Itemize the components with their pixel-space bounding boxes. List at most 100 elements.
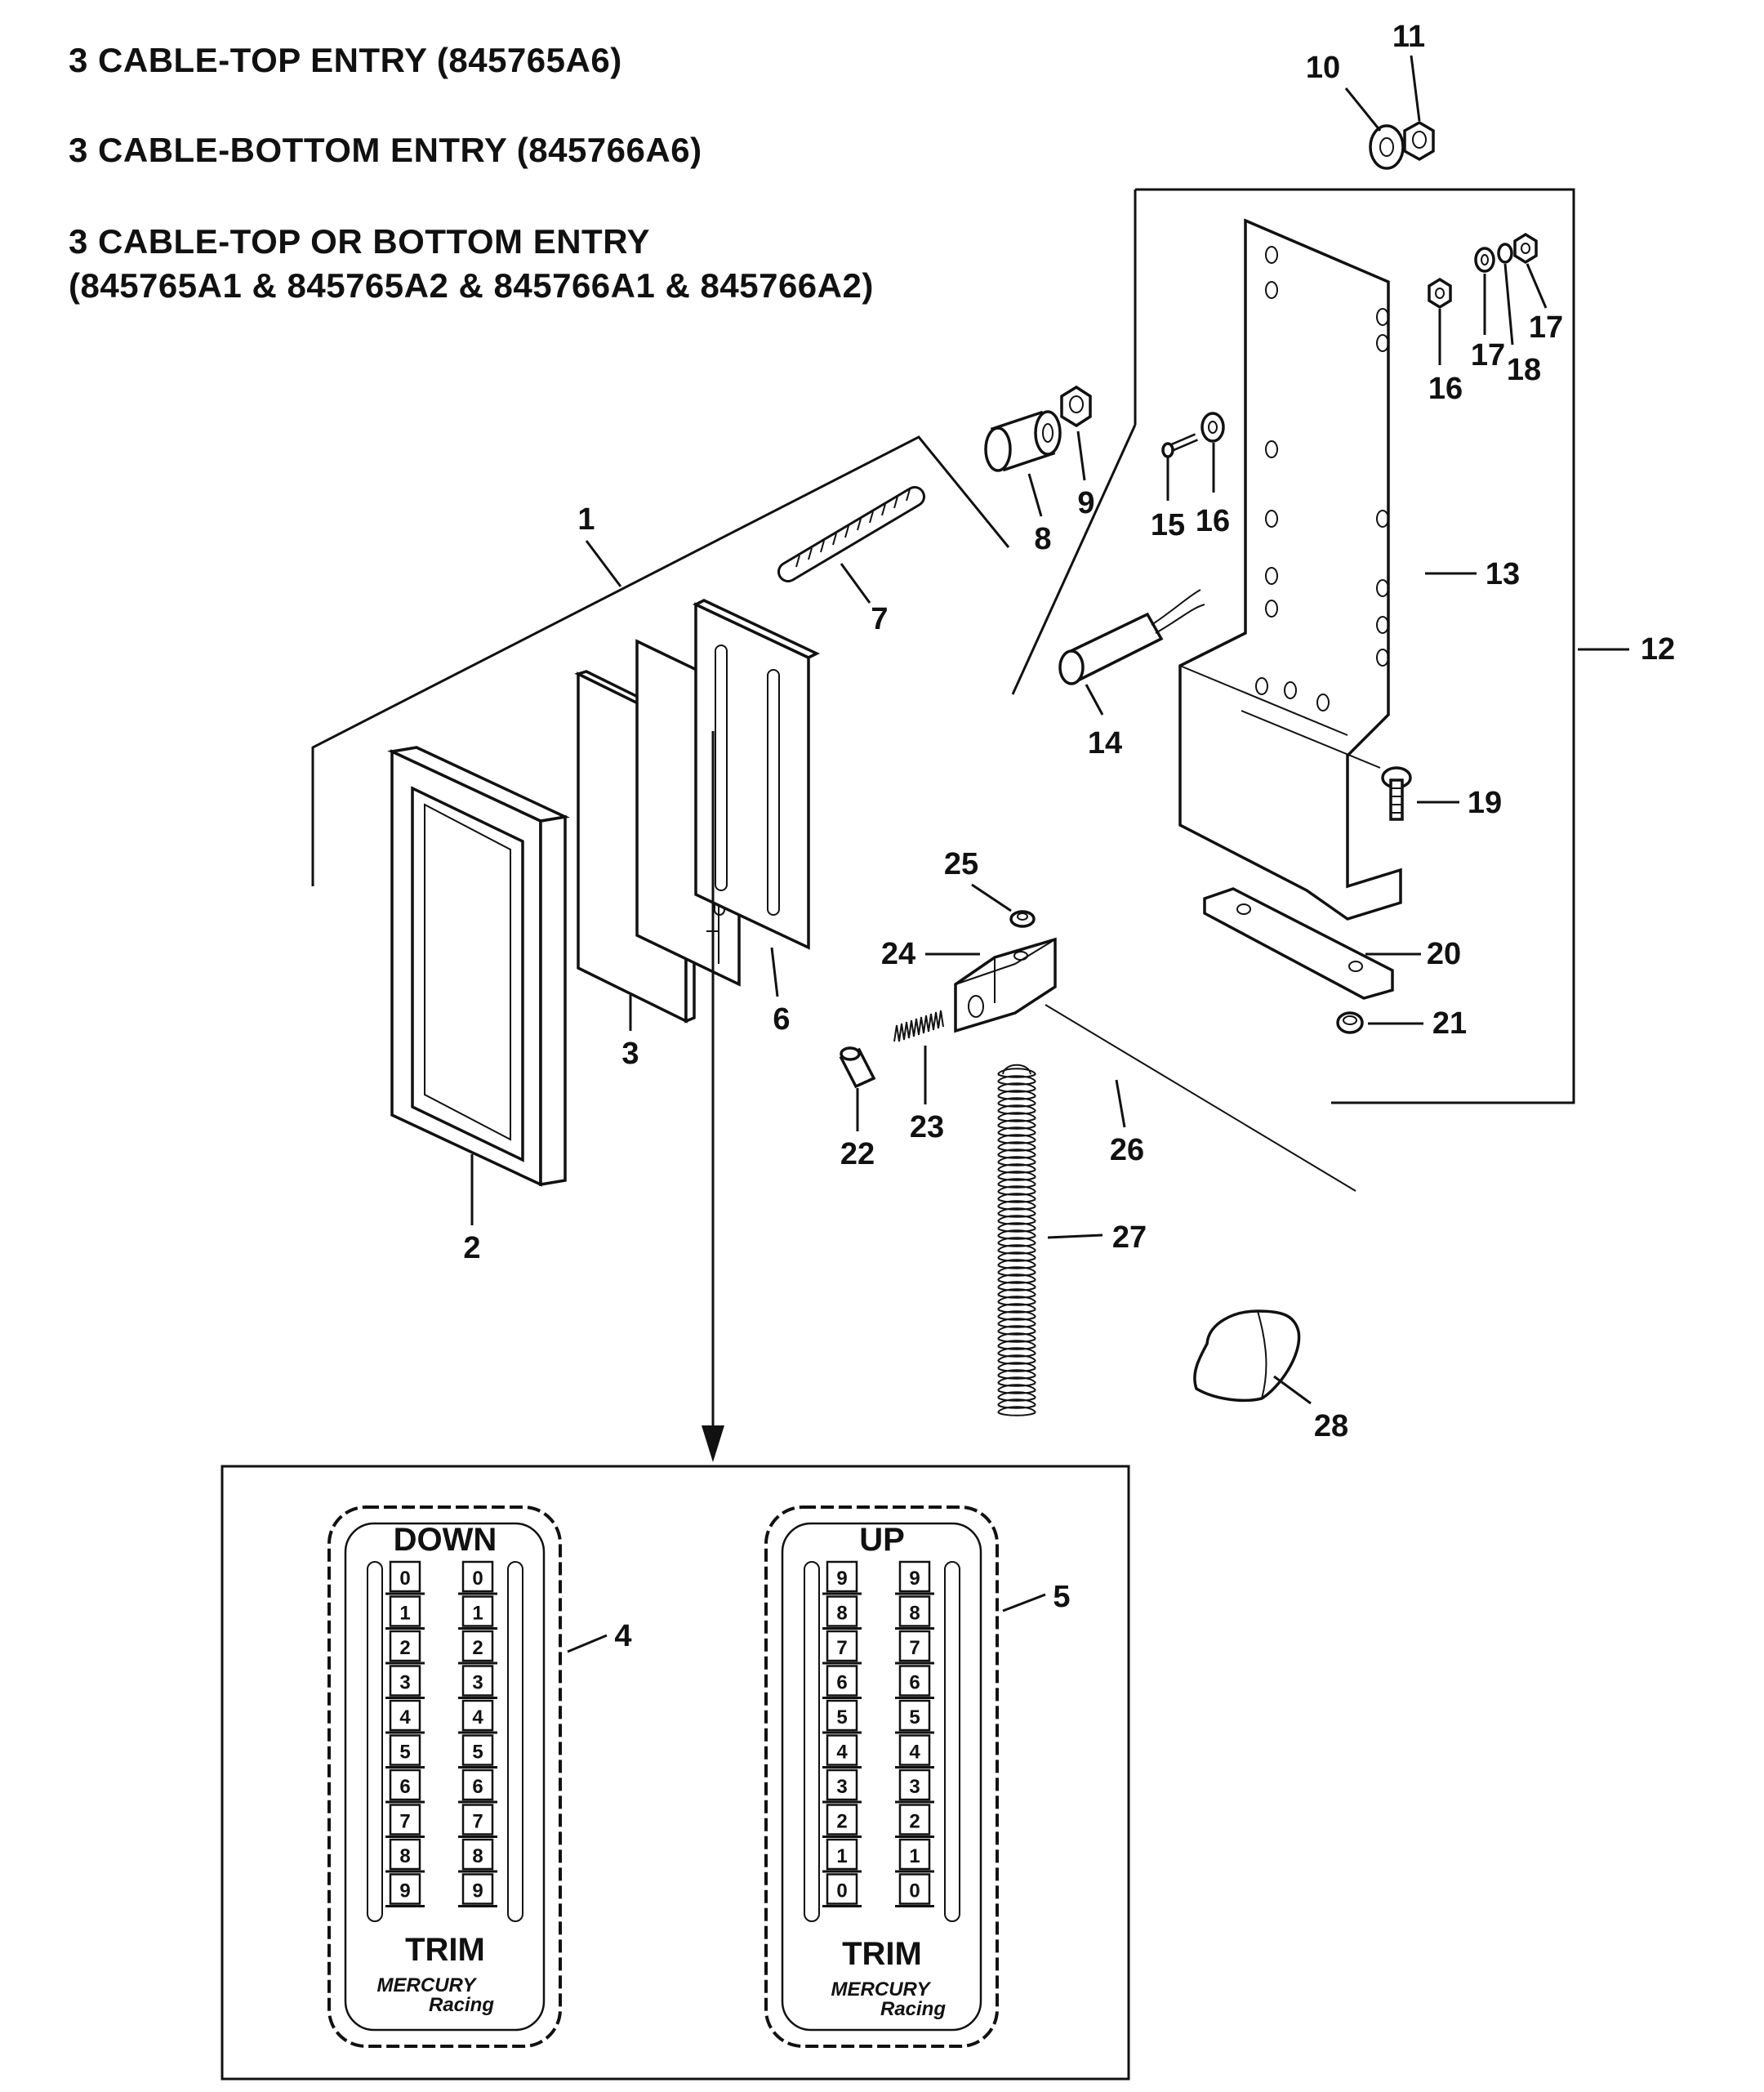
up-scale-right-digit: 9 [909, 1568, 920, 1590]
up-scale-right-cell [898, 1873, 931, 1905]
bracket-hole-12 [1376, 649, 1389, 667]
up-scale-left-cell [826, 1699, 858, 1732]
gauge-up-heading: UP [859, 1522, 905, 1558]
up-scale-left-digit: 1 [836, 1845, 847, 1867]
down-scale-right-cell [461, 1595, 494, 1627]
up-scale-right-cell [898, 1838, 931, 1871]
up-scale-right-cell [898, 1665, 931, 1697]
down-scale-left-cell [389, 1665, 421, 1697]
up-scale-left-digit: 7 [836, 1637, 847, 1659]
down-scale-left-digit: 9 [399, 1880, 410, 1902]
up-scale-right-digit: 5 [909, 1706, 920, 1728]
down-scale-left-cell [389, 1734, 421, 1766]
washer-10-part [1369, 124, 1405, 170]
callout-20: 20 [1427, 937, 1461, 971]
bracket-hole-3 [1376, 308, 1389, 326]
screw-15-part [1161, 433, 1198, 458]
up-scale-left-cell [826, 1595, 858, 1627]
gauge-down-brand-sub: Racing [429, 1994, 494, 2016]
callout-15: 15 [1151, 508, 1185, 542]
callout-19: 19 [1468, 786, 1502, 820]
title-line-3: 3 CABLE-TOP OR BOTTOM ENTRY [69, 222, 650, 261]
gauge-up-brand-logo: MERCURY [831, 1978, 932, 2001]
down-scale-left-digit: 5 [399, 1742, 410, 1764]
down-scale-left-digit: 4 [399, 1706, 411, 1728]
up-scale-right-digit: 4 [909, 1742, 920, 1764]
knob-28-part [1193, 1309, 1301, 1403]
callout-6: 6 [773, 1002, 790, 1037]
callout-5: 5 [1053, 1580, 1070, 1614]
callout-21: 21 [1432, 1006, 1467, 1041]
title-line-1: 3 CABLE-TOP ENTRY (845765A6) [69, 41, 622, 79]
bracket-part [1178, 218, 1402, 921]
spacer-part [984, 410, 1062, 472]
down-scale-right-digit: 6 [472, 1776, 483, 1798]
nut-16-top-part [1428, 277, 1452, 310]
up-scale-right-digit: 6 [909, 1672, 920, 1694]
callout-4: 4 [614, 1619, 631, 1653]
gauge-down-footer: TRIM [405, 1932, 485, 1968]
up-scale-left-digit: 4 [836, 1742, 848, 1764]
gauge-up-brand-sub: Racing [880, 1998, 946, 2020]
bracket-hole-5 [1265, 440, 1278, 458]
group-box-12 [1135, 188, 1575, 1104]
down-scale-left-cell [389, 1804, 421, 1836]
up-scale-left-digit: 3 [836, 1776, 847, 1798]
down-scale-left-cell [389, 1699, 421, 1732]
spring-23-part [893, 1010, 944, 1042]
callout-22: 22 [840, 1137, 875, 1171]
arrow-head [702, 1425, 724, 1462]
callout-16-lower: 16 [1196, 504, 1230, 538]
callout-7: 7 [871, 602, 888, 636]
down-scale-left-cell [389, 1838, 421, 1871]
down-scale-right-cell [461, 1560, 494, 1593]
down-scale-right-digit: 0 [472, 1568, 483, 1590]
nut-17-part [1513, 232, 1538, 265]
up-scale-left-cell [826, 1873, 858, 1905]
up-scale-right-digit: 1 [909, 1845, 920, 1867]
down-scale-right-cell [461, 1734, 494, 1766]
callout-10: 10 [1306, 51, 1340, 85]
bracket-hole-13 [1255, 677, 1268, 695]
callout-26: 26 [1110, 1133, 1144, 1167]
down-scale-right-digit: 4 [472, 1706, 483, 1728]
threaded-rod-part [777, 486, 925, 582]
callout-1: 1 [577, 502, 595, 537]
pin-22-part [839, 1046, 876, 1089]
up-scale-left-cell [826, 1665, 858, 1697]
down-scale-left-digit: 0 [399, 1568, 410, 1590]
down-scale-right-cell [461, 1838, 494, 1871]
up-scale-left-digit: 8 [836, 1603, 847, 1625]
up-scale-right-cell [898, 1630, 931, 1662]
coil-spring-27-part [997, 1064, 1036, 1416]
up-scale-right-cell [898, 1804, 931, 1836]
back-plate-part [692, 599, 821, 950]
down-scale-left-digit: 2 [399, 1637, 410, 1659]
down-scale-right-cell [461, 1804, 494, 1836]
down-scale-left-cell [389, 1630, 421, 1662]
up-scale-left-digit: 9 [836, 1568, 847, 1590]
lockwasher-18-part [1497, 243, 1513, 264]
up-scale-left-cell [826, 1769, 858, 1801]
up-scale-right-cell [898, 1595, 931, 1627]
bracket-hole-10 [1376, 579, 1389, 597]
washer-16-part [1200, 412, 1225, 443]
callout-2: 2 [463, 1231, 480, 1265]
down-scale-left-cell [389, 1595, 421, 1627]
title-line-4: (845765A1 & 845765A2 & 845766A1 & 845766… [69, 266, 874, 305]
down-scale-right-cell [461, 1630, 494, 1662]
down-scale-right-digit: 3 [472, 1672, 483, 1694]
up-scale-right-digit: 8 [909, 1603, 920, 1625]
callout-25: 25 [944, 847, 978, 881]
gauge-down-brand-logo: MERCURY [377, 1974, 478, 1996]
up-scale-left-digit: 6 [836, 1672, 847, 1694]
nut-11-part [1403, 120, 1435, 162]
up-scale-left-digit: 0 [836, 1880, 847, 1902]
callout-numbers: 1 2 3 4 5 6 7 8 9 10 11 12 13 14 15 16 1… [463, 20, 1675, 1653]
bracket-hole-15 [1316, 694, 1330, 711]
bracket-hole-2 [1265, 281, 1278, 299]
up-scale-right-cell [898, 1699, 931, 1732]
down-scale-right-cell [461, 1699, 494, 1732]
up-scale-left-digit: 2 [836, 1811, 847, 1833]
